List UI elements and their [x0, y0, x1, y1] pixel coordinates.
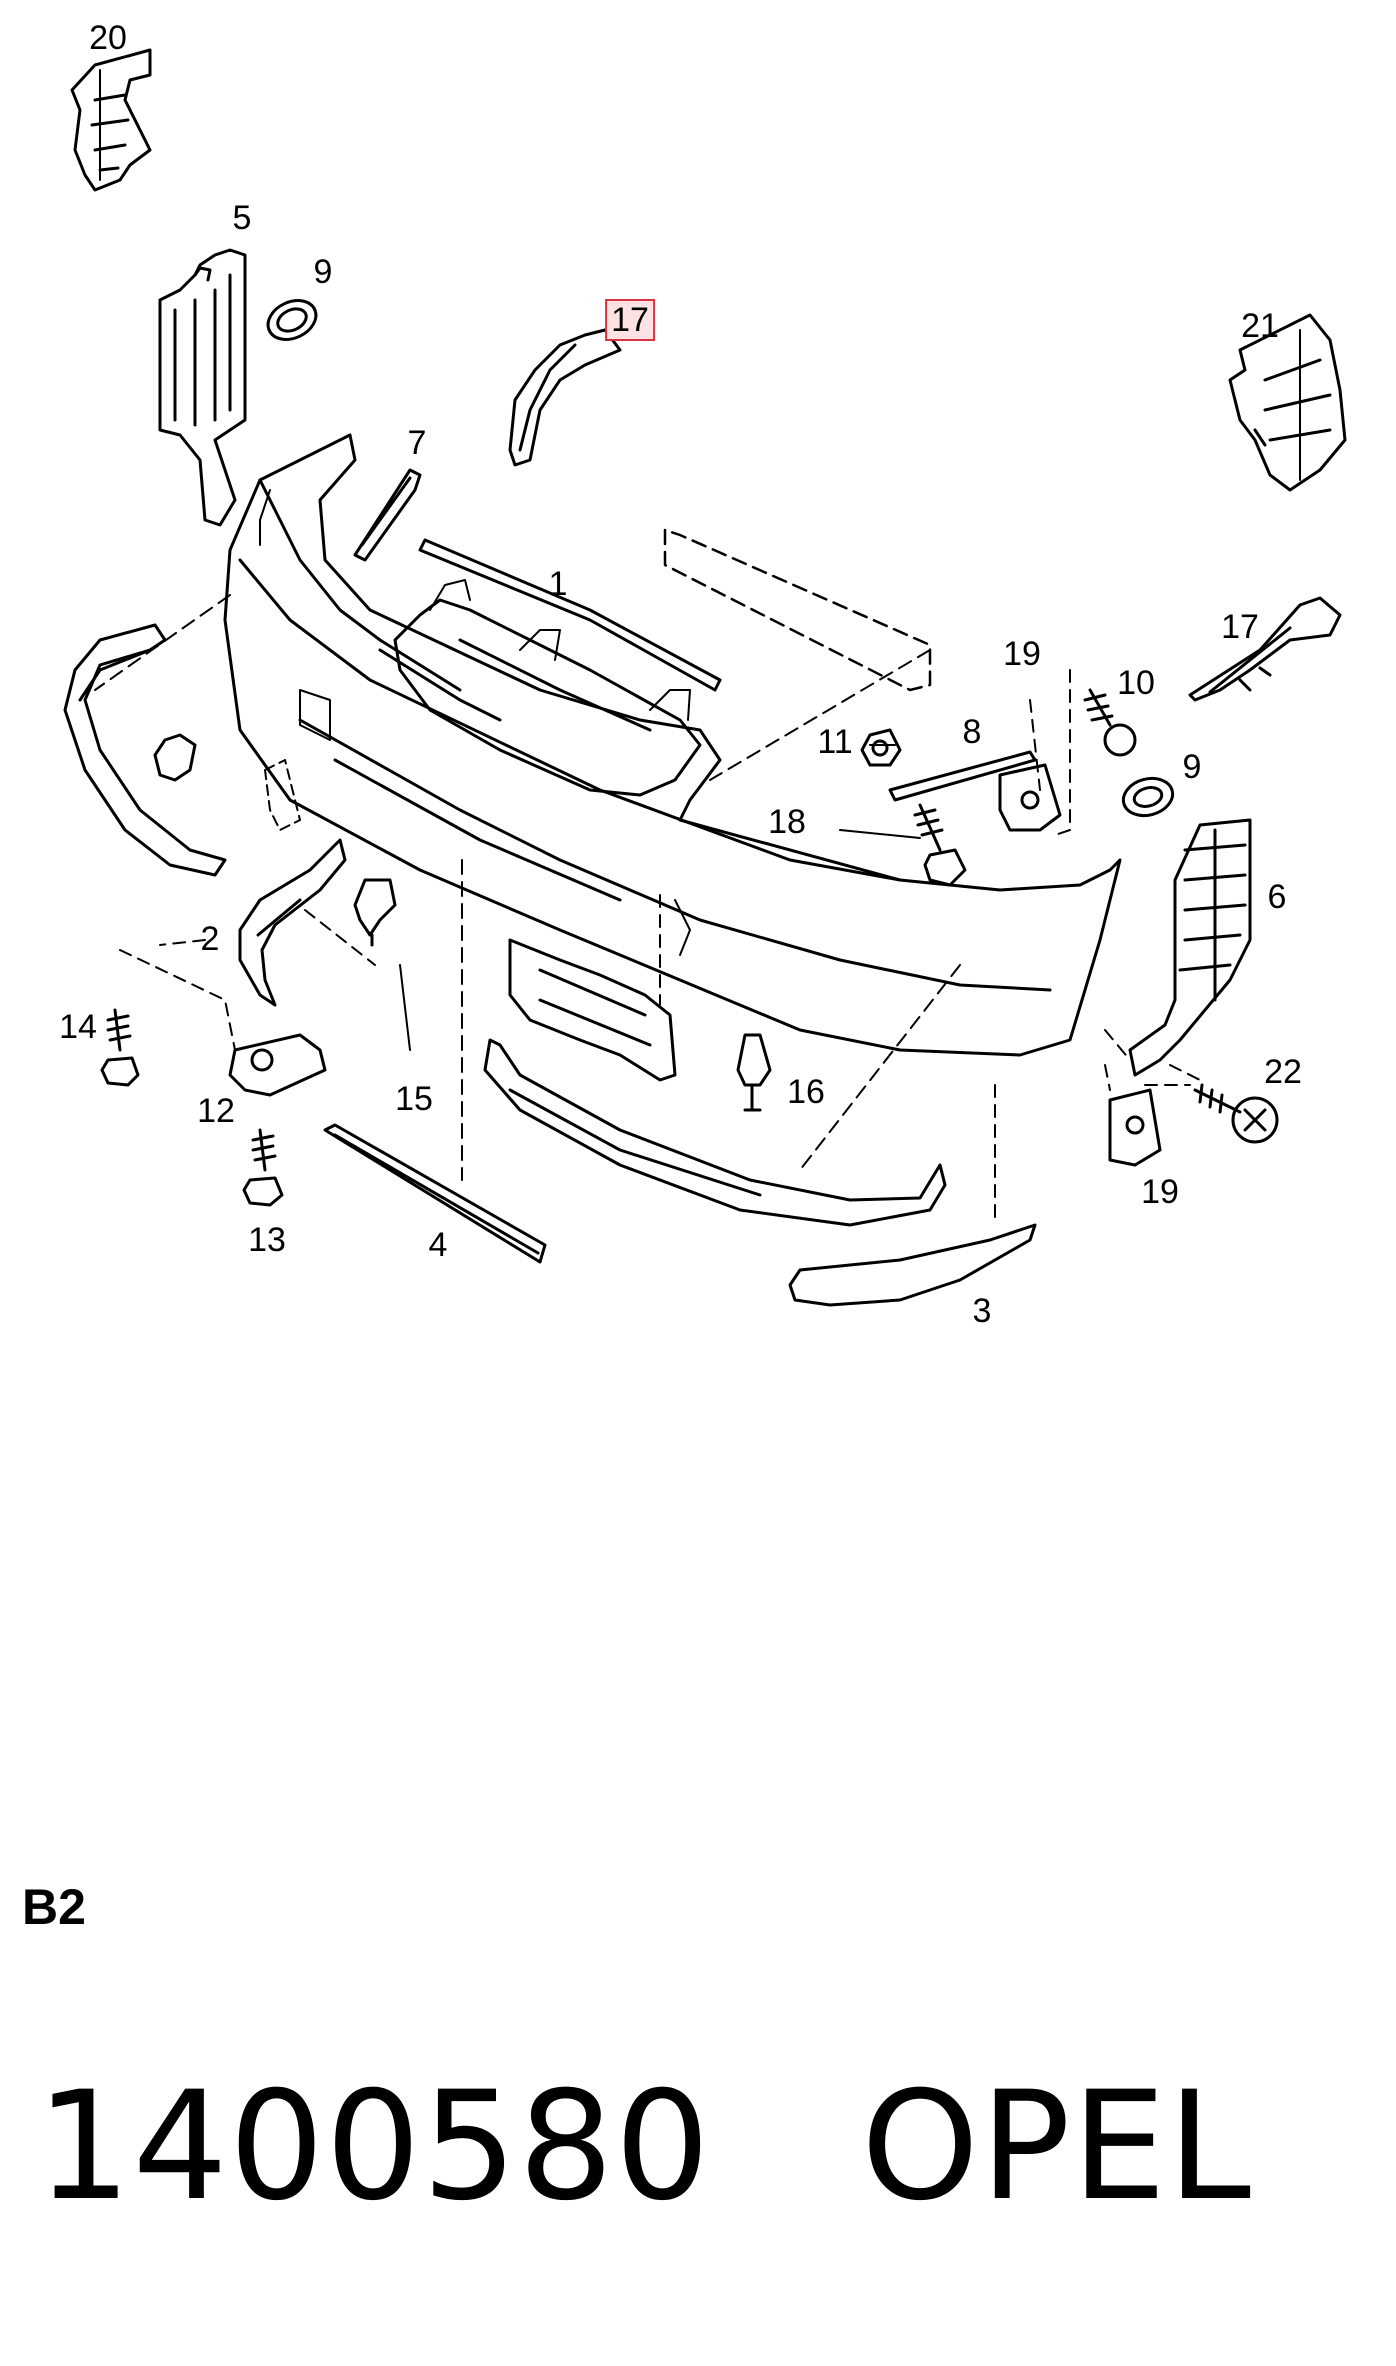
- part-label-3: 3: [972, 1292, 992, 1330]
- part-label-14: 14: [59, 1008, 97, 1046]
- part-label-19-upper: 19: [1003, 635, 1041, 673]
- part-label-17: 17: [1221, 608, 1259, 646]
- part-10-screw: [1083, 688, 1137, 757]
- part-22-screw: [1193, 1083, 1279, 1144]
- part-label-17-highlighted: 17: [605, 299, 655, 341]
- part-label-4: 4: [428, 1226, 448, 1264]
- part-9-grommet: [266, 299, 318, 341]
- footer-caption: 1400580 OPEL: [36, 2060, 1252, 2234]
- part-label-5: 5: [232, 199, 252, 237]
- part-20-bracket: [70, 48, 152, 192]
- part-9-grommet-lower: [1121, 776, 1175, 818]
- part-6-deflector: [1128, 818, 1252, 1077]
- part-label-2: 2: [200, 920, 220, 958]
- part-label-18: 18: [768, 803, 806, 841]
- part-label-13: 13: [248, 1221, 286, 1259]
- part-label-7: 7: [407, 424, 427, 462]
- part-label-6: 6: [1267, 878, 1287, 916]
- part-1-top-strip: [418, 538, 722, 692]
- lower-spoiler: [483, 1038, 947, 1227]
- part-12-bracket: [228, 1033, 327, 1097]
- part-label-20: 20: [89, 19, 127, 57]
- part-11-nut: [860, 728, 902, 767]
- solid-leaders: [399, 744, 921, 1051]
- part-17-strip-upper: [508, 328, 622, 467]
- part-5-deflector: [158, 248, 247, 527]
- left-end-cap: [63, 623, 227, 877]
- part-3-spoiler: [788, 1223, 1037, 1307]
- part-19-clip-lower: [1108, 1088, 1162, 1167]
- part-label-12: 12: [197, 1092, 235, 1130]
- plate-bracket: [508, 938, 677, 1082]
- part-2-corner: [238, 838, 347, 1007]
- part-21-bracket: [1228, 313, 1347, 492]
- part-1-bumper: [223, 433, 1122, 1057]
- left-clip: [264, 759, 301, 831]
- part-15-clip: [353, 878, 397, 947]
- section-code: B2: [22, 1879, 86, 1935]
- part-label-11: 11: [817, 723, 853, 761]
- part-17-strip-right: [1188, 596, 1342, 702]
- part-19-clip-upper: [998, 763, 1062, 832]
- part-label-16: 16: [787, 1073, 825, 1111]
- brand-name: OPEL: [861, 2060, 1252, 2234]
- part-label-9: 9: [313, 253, 333, 291]
- part-number: 1400580: [36, 2060, 712, 2234]
- part-label-19-lower: 19: [1141, 1173, 1179, 1211]
- part-label-8: 8: [962, 713, 982, 751]
- part-label-21: 21: [1241, 307, 1279, 345]
- part-4-strip: [323, 1123, 547, 1264]
- part-label-22: 22: [1264, 1053, 1302, 1091]
- part-16-clip: [736, 1033, 772, 1112]
- part-label-15: 15: [395, 1080, 433, 1118]
- part-label-1: 1: [548, 565, 568, 603]
- part-label-10: 10: [1117, 664, 1155, 702]
- part-13-screw: [242, 1128, 284, 1207]
- part-7-strip: [353, 468, 422, 562]
- part-18-bolt: [913, 803, 967, 887]
- license-plate-outline: [663, 528, 932, 692]
- bumper-exploded-diagram: [63, 48, 1347, 1307]
- leader-lines: [94, 594, 1201, 1226]
- part-8-bar: [888, 750, 1037, 802]
- part-14-screw: [100, 1008, 140, 1087]
- part-label-9-lower: 9: [1182, 748, 1202, 786]
